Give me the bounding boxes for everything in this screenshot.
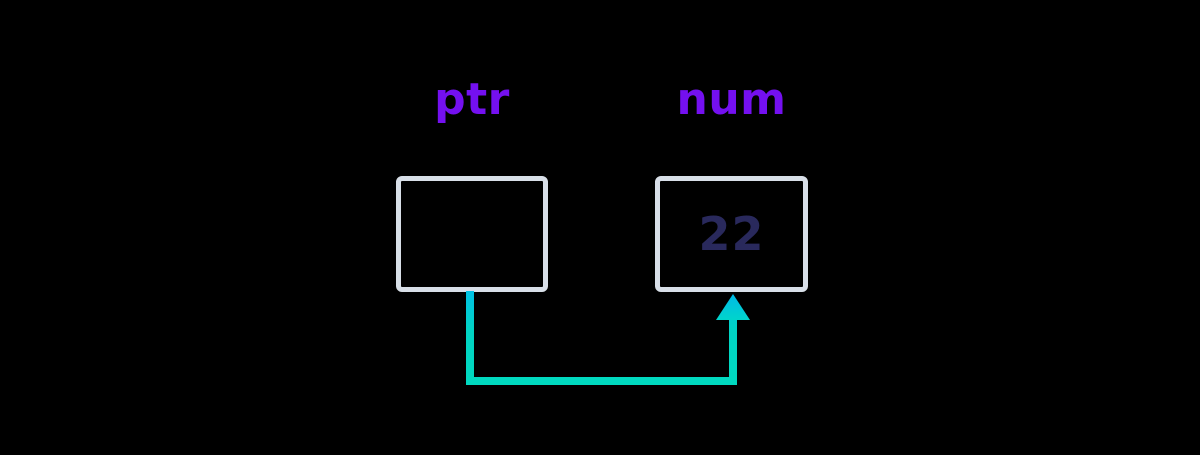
arrow-head-icon: [716, 294, 750, 320]
variable-label-ptr: ptr: [434, 74, 510, 125]
memory-box-ptr: [396, 176, 548, 292]
memory-box-num: 22: [655, 176, 808, 292]
memory-value-num: 22: [698, 207, 765, 261]
variable-label-num: num: [676, 74, 787, 125]
arrow-shaft: [466, 291, 737, 385]
